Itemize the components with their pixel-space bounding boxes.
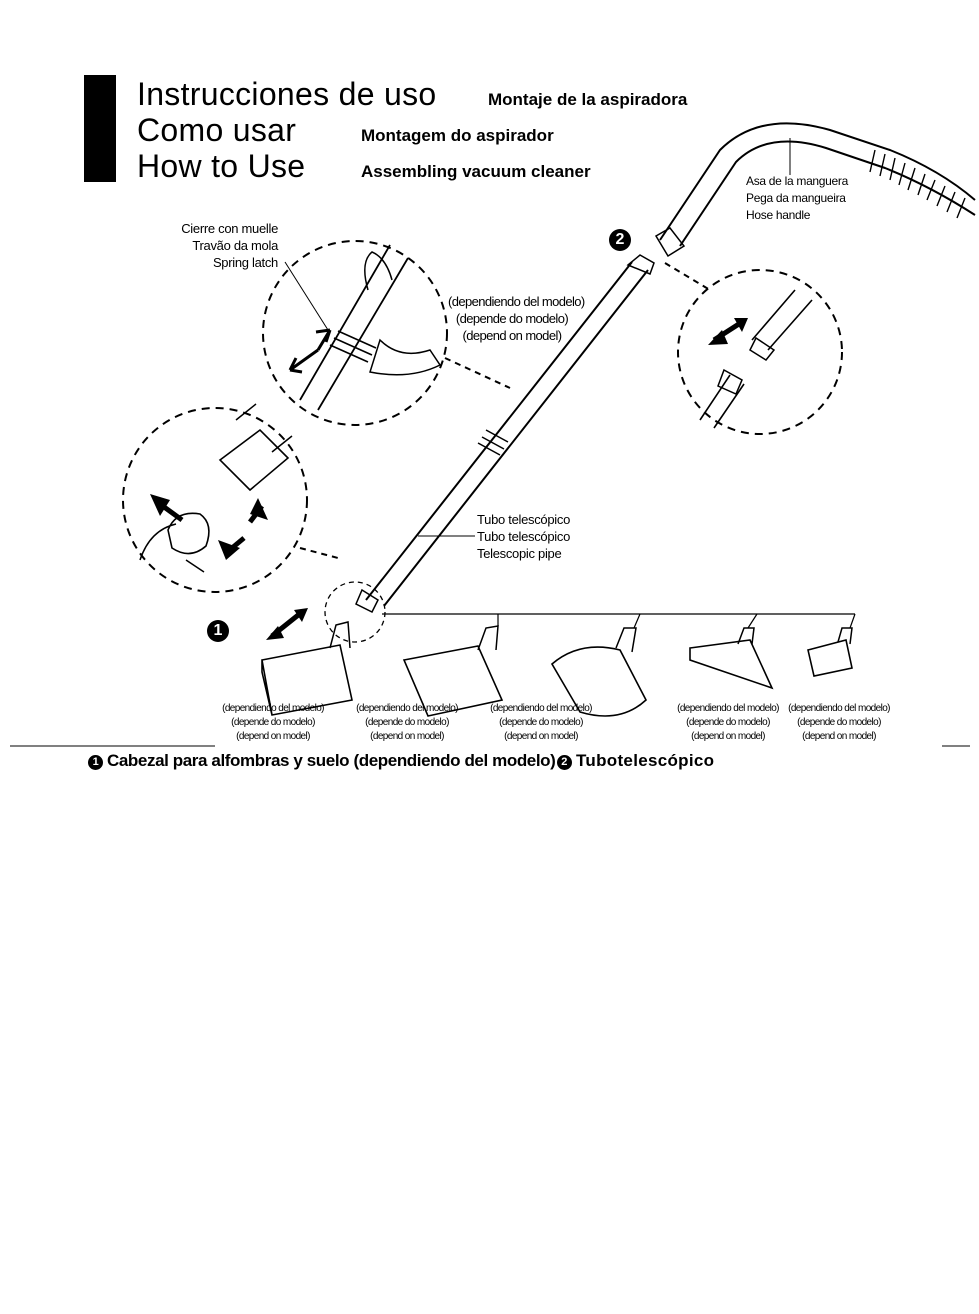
- spring-latch-detail-circle: [262, 240, 448, 426]
- nozzle-4: [689, 639, 774, 690]
- title-es: Instrucciones de uso: [137, 76, 437, 112]
- nozzle-attach-detail-circle: [122, 407, 308, 593]
- nozzle-3: [550, 646, 647, 717]
- caption-nozzle-text: Cabezal para alfombras y suelo (dependie…: [107, 751, 556, 770]
- nozzle-5-label: (dependiendo del modelo) (depende do mod…: [788, 703, 890, 742]
- nozzle-4-label: (dependiendo del modelo) (depende do mod…: [677, 703, 779, 742]
- step-2-marker: 2: [609, 229, 631, 251]
- caption-2-marker: 2: [557, 755, 572, 770]
- accessory-depend-label: (dependiendo del modelo) (depende do mod…: [448, 294, 585, 343]
- nozzle-2-label: (dependiendo del modelo) (depende do mod…: [356, 703, 458, 742]
- caption-pipe-text: Tubotelescópico: [576, 751, 715, 770]
- subtitle-pt: Montagem do aspirador: [361, 126, 554, 145]
- hose-handle: [659, 122, 976, 247]
- step-1-marker: 1: [207, 620, 229, 642]
- nozzle-5: [807, 639, 853, 677]
- spring-latch-label: Cierre con muelle Travão da mola Spring …: [181, 221, 278, 270]
- nozzle-1-label: (dependiendo del modelo) (depende do mod…: [222, 703, 324, 742]
- nozzle-2: [402, 645, 504, 717]
- section-marker: [84, 75, 116, 182]
- subtitle-es: Montaje de la aspiradora: [488, 90, 688, 109]
- title-pt: Como usar: [137, 112, 297, 148]
- caption-nozzle: 1 Cabezal para alfombras y suelo (dependi…: [88, 751, 556, 771]
- nozzle-1: [261, 644, 353, 716]
- caption-pipe: 2 Tubotelescópico: [557, 751, 714, 771]
- telescopic-pipe-label: Tubo telescópico Tubo telescópico Telesc…: [477, 512, 570, 561]
- subtitle-en: Assembling vacuum cleaner: [361, 162, 591, 181]
- caption-1-marker: 1: [88, 755, 103, 770]
- nozzle-3-label: (dependiendo del modelo) (depende do mod…: [490, 703, 592, 742]
- hose-attach-detail-circle: [677, 269, 843, 435]
- pipe-end-detail-circle: [324, 581, 386, 643]
- telescopic-pipe: [365, 261, 649, 607]
- hose-handle-label: Asa de la manguera Pega da mangueira Hos…: [746, 174, 849, 222]
- title-en: How to Use: [137, 148, 306, 184]
